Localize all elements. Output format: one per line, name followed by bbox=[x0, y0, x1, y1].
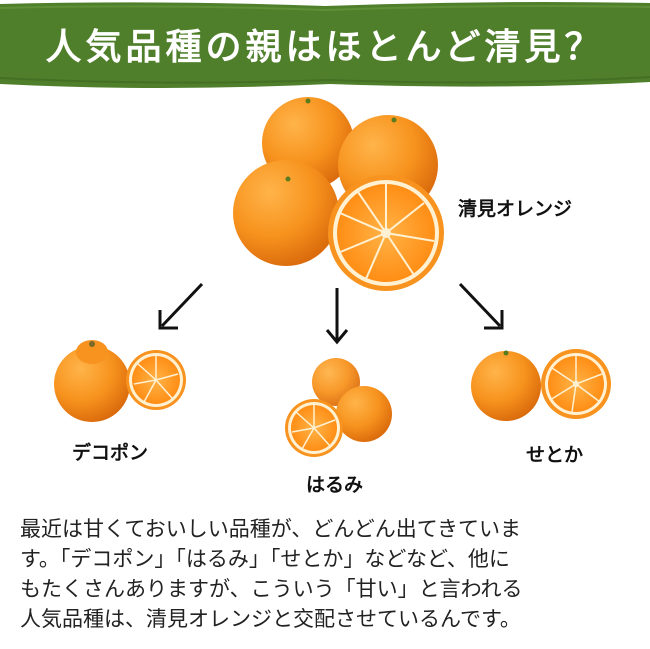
child-label-dekopon: デコポン bbox=[72, 442, 149, 464]
kiyomi-orange-image bbox=[233, 97, 444, 291]
description-line: 最近は甘くておいしい品種が、どんどん出てきていま bbox=[20, 517, 522, 541]
arrow-down-left-icon bbox=[158, 282, 204, 330]
description-line: もたくさんありますが、こういう「甘い」と言われる bbox=[20, 577, 523, 601]
harumi-image bbox=[285, 358, 392, 457]
dekopon-image bbox=[54, 340, 186, 422]
arrow-down-right-icon bbox=[458, 282, 504, 330]
description-line: す。「デコポン」「はるみ」「せとか」などなど、他に bbox=[20, 547, 510, 571]
banner-background bbox=[0, 2, 650, 88]
child-label-harumi: はるみ bbox=[306, 474, 364, 496]
description-line: 人気品種は、清見オレンジと交配させているんです。 bbox=[20, 607, 521, 631]
header-banner: 人気品種の親はほとんど清見？ bbox=[0, 0, 650, 92]
parent-label: 清見オレンジ bbox=[458, 198, 573, 220]
page-title: 人気品種の親はほとんど清見？ bbox=[45, 27, 605, 68]
child-label-setoka: せとか bbox=[526, 444, 584, 466]
setoka-image bbox=[471, 349, 611, 421]
description-text: 最近は甘くておいしい品種が、どんどん出てきていま す。「デコポン」「はるみ」「せ… bbox=[20, 514, 632, 634]
arrow-down-icon bbox=[325, 288, 349, 345]
